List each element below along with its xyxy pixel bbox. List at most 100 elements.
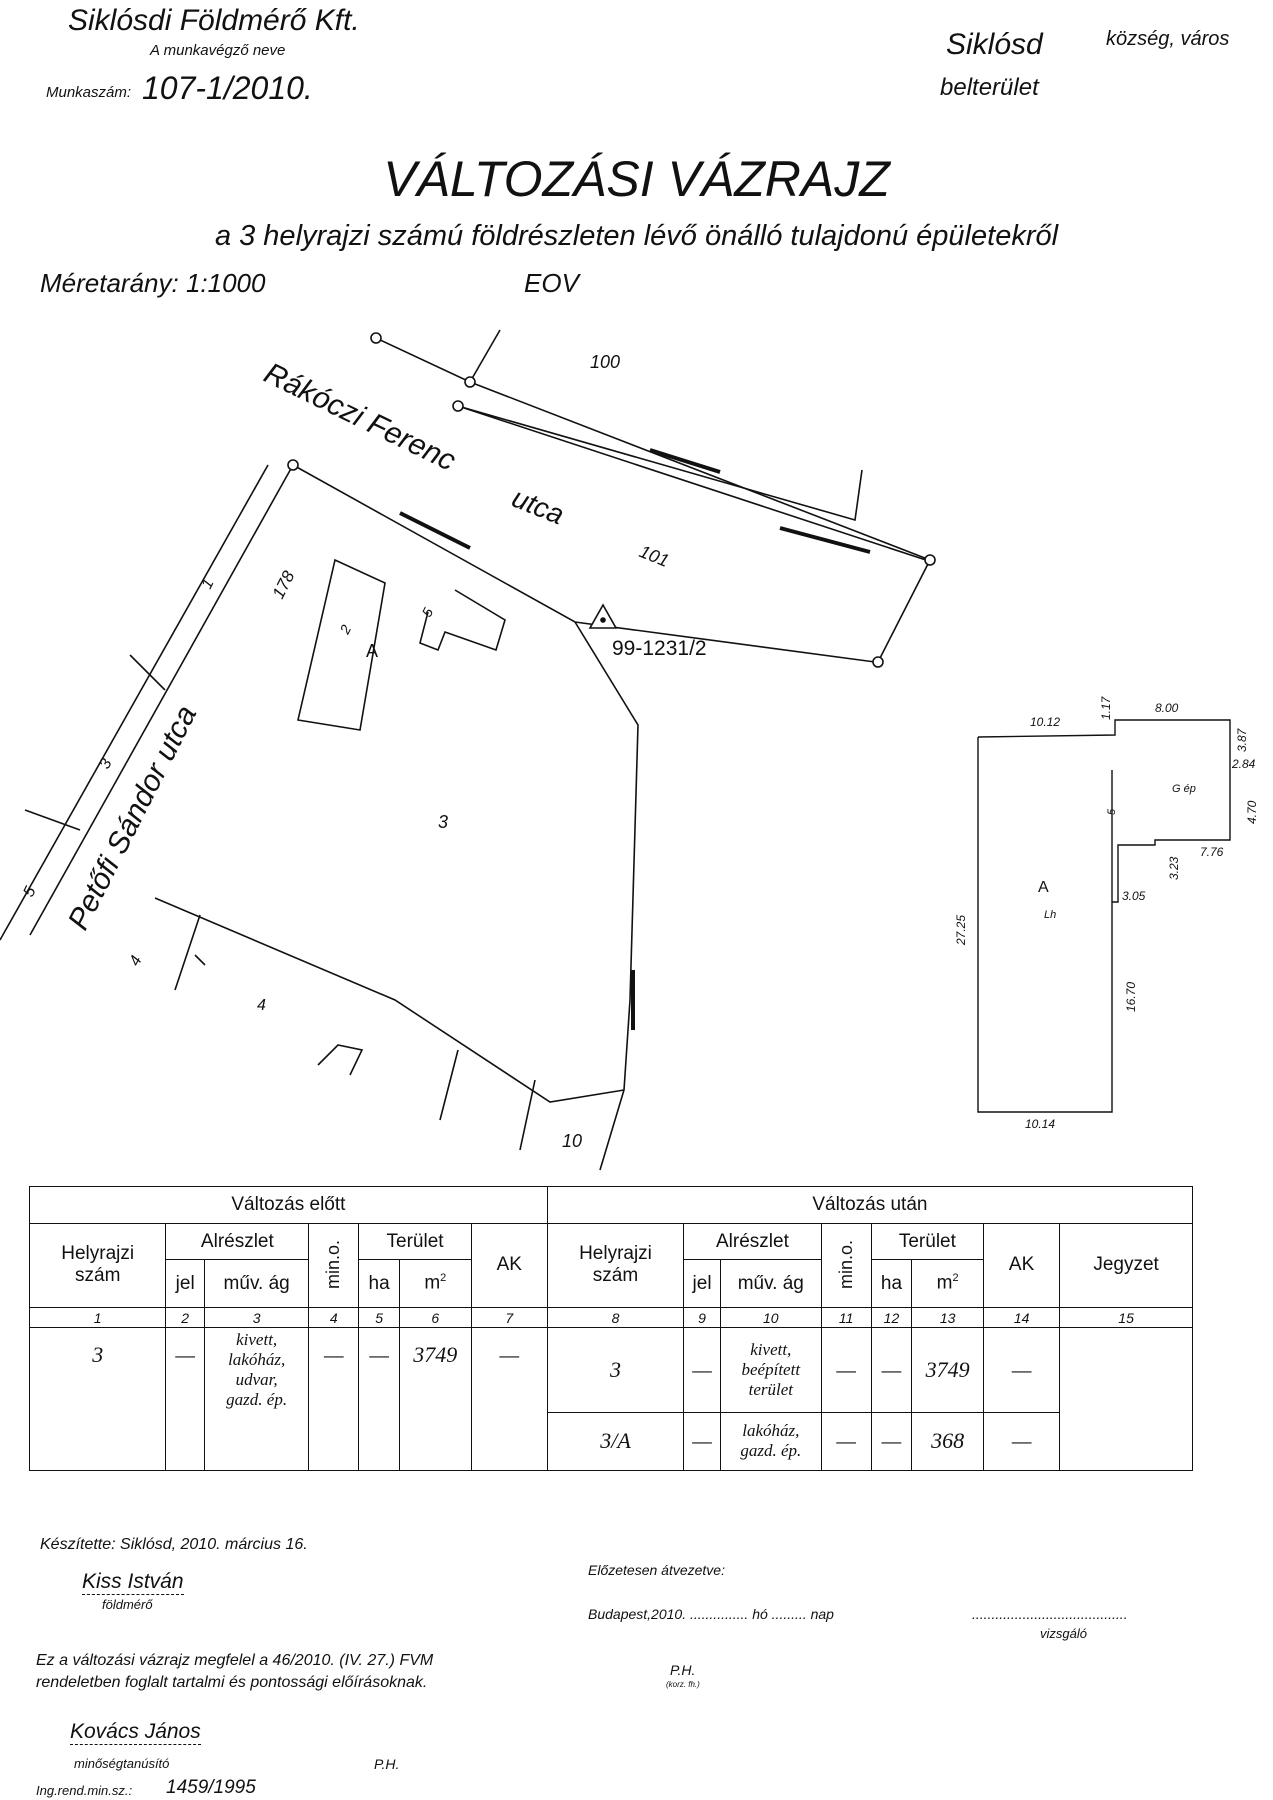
street-mark [649, 448, 721, 474]
after-2-m2: 368 [911, 1411, 985, 1472]
after-2-mino: — [820, 1411, 872, 1472]
parcel-3-left-label: 3 [96, 756, 115, 772]
survey-point [924, 554, 936, 566]
jel-header-before: jel [165, 1259, 205, 1308]
detail-label-gep: G ép [1172, 783, 1196, 795]
survey-point [872, 656, 884, 668]
detail-dim-387: 3.87 [1235, 727, 1249, 752]
table-row: 3/A — lakóház, gazd. ép. — — 368 — [30, 1411, 1193, 1472]
col-num: 5 [358, 1306, 400, 1329]
jegyzet-cell [1059, 1327, 1193, 1471]
reviewer-role: vizsgáló [1040, 1626, 1087, 1641]
detail-dim-284: 2.84 [1231, 757, 1256, 771]
detail-dim-470: 4.70 [1245, 800, 1259, 824]
before-m2: 3749 [398, 1327, 472, 1471]
after-1-ha: — [870, 1327, 913, 1413]
before-hrsz: 3 [28, 1327, 167, 1471]
qa-role: minőségtanúsító [74, 1756, 170, 1771]
compliance-line-1: Ez a változási vázrajz megfelel a 46/201… [36, 1652, 434, 1669]
street-left-outer [0, 464, 269, 941]
before-muvag: kivett, lakóház, udvar, gazd. ép. [203, 1327, 310, 1471]
town-type: község, város [1106, 28, 1230, 50]
parcel-line [129, 654, 166, 691]
work-number-label: Munkaszám: [46, 84, 132, 101]
detail-dim-117: 1.17 [1099, 695, 1113, 720]
town-name: Siklósd [946, 28, 1043, 61]
before-ha: — [358, 1327, 400, 1471]
muvag-header-after: műv. ág [719, 1259, 822, 1308]
surveyor-role: földmérő [102, 1597, 153, 1612]
alreszlet-header-before: Alrészlet [165, 1222, 310, 1261]
col-num: 9 [683, 1306, 721, 1329]
before-jel: — [165, 1327, 205, 1471]
ak-header-before: AK [470, 1222, 548, 1308]
parcel-3-east-boundary [574, 621, 639, 1171]
small-structure [317, 1044, 364, 1076]
after-1-hrsz: 3 [546, 1327, 685, 1413]
col-num: 6 [398, 1306, 472, 1329]
after-1-m2: 3749 [911, 1327, 985, 1413]
hrsz-header-after: Helyrajzi szám [546, 1222, 685, 1308]
cadastral-map: Rákóczi Ferenc utca Petőfi Sándor utca 1… [0, 329, 1259, 1171]
detail-building-outline [977, 719, 1231, 1113]
survey-point [370, 332, 382, 344]
prelim-label: Előzetesen átvezetve: [588, 1562, 725, 1578]
projection-label: EOV [524, 268, 579, 298]
after-1-muvag: kivett, beépített terület [719, 1327, 822, 1413]
col-num: 8 [546, 1306, 685, 1329]
building-a-label: A [366, 641, 378, 661]
col-num: 10 [719, 1306, 822, 1329]
hrsz-header-before: Helyrajzi szám [28, 1222, 167, 1308]
mino-header-before: min.o. [308, 1222, 360, 1308]
jel-header-after: jel [683, 1259, 721, 1308]
col-num: 4 [308, 1306, 360, 1329]
detail-dim-top-left: 10.12 [1030, 715, 1060, 729]
prepared-line: Készítette: Siklósd, 2010. március 16. [40, 1536, 308, 1553]
street-mark [399, 511, 471, 550]
reviewer-dots: ........................................ [972, 1606, 1128, 1622]
survey-point [452, 400, 464, 412]
after-2-ha: — [870, 1411, 913, 1472]
m2-header-after: m2 [911, 1259, 985, 1308]
qa-signature: Kovács János [70, 1720, 201, 1745]
change-table: Változás előtt Változás után Helyrajzi s… [28, 1186, 1194, 1472]
col-num: 12 [870, 1306, 913, 1329]
parcel-10-label: 10 [562, 1131, 582, 1151]
building-a [297, 558, 386, 731]
after-header: Változás után [546, 1186, 1194, 1224]
terulet-header-after: Terület [870, 1222, 985, 1261]
parcel-100-divider [469, 329, 501, 383]
survey-point [287, 459, 299, 471]
after-1-jel: — [683, 1327, 721, 1413]
ph-center: P.H. [670, 1662, 696, 1678]
company-caption: A munkavégző neve [150, 42, 286, 59]
detail-dim-2725: 27.25 [954, 915, 968, 946]
parcel-3-south-boundary [154, 897, 625, 1103]
parcel-100-boundary [457, 405, 863, 522]
compliance-line-2: rendeletben foglalt tartalmi és pontossá… [36, 1674, 428, 1691]
parcel-4-label: 4 [257, 997, 266, 1014]
street-edge-south [292, 464, 876, 663]
detail-dim-776: 7.76 [1200, 845, 1224, 859]
parcel-100-label: 100 [590, 352, 620, 372]
after-2-hrsz: 3/A [546, 1411, 685, 1472]
parcel-101-label: 101 [637, 541, 672, 571]
street-left-edge [29, 464, 294, 936]
surveyor-signature: Kiss István [82, 1570, 184, 1595]
parcel-line [439, 1049, 459, 1121]
reg-label: Ing.rend.min.sz.: [36, 1783, 133, 1798]
parcel-line [174, 914, 201, 991]
parcel-1-label: 1 [198, 576, 217, 592]
parcel-line [519, 1079, 536, 1151]
qa-ph: P.H. [374, 1756, 400, 1772]
control-point-triangle [588, 603, 618, 629]
detail-label-lh: Lh [1044, 909, 1056, 921]
marker-2: 2 [336, 622, 354, 637]
street-edge-north-inner [457, 405, 936, 564]
col-num: 13 [911, 1306, 985, 1329]
parcel-line [24, 809, 81, 831]
mino-header-after: min.o. [820, 1222, 872, 1308]
detail-dim-1670: 16.70 [1124, 982, 1138, 1012]
before-header: Változás előtt [29, 1186, 548, 1224]
street-left-label: Petőfi Sándor utca [62, 700, 203, 935]
